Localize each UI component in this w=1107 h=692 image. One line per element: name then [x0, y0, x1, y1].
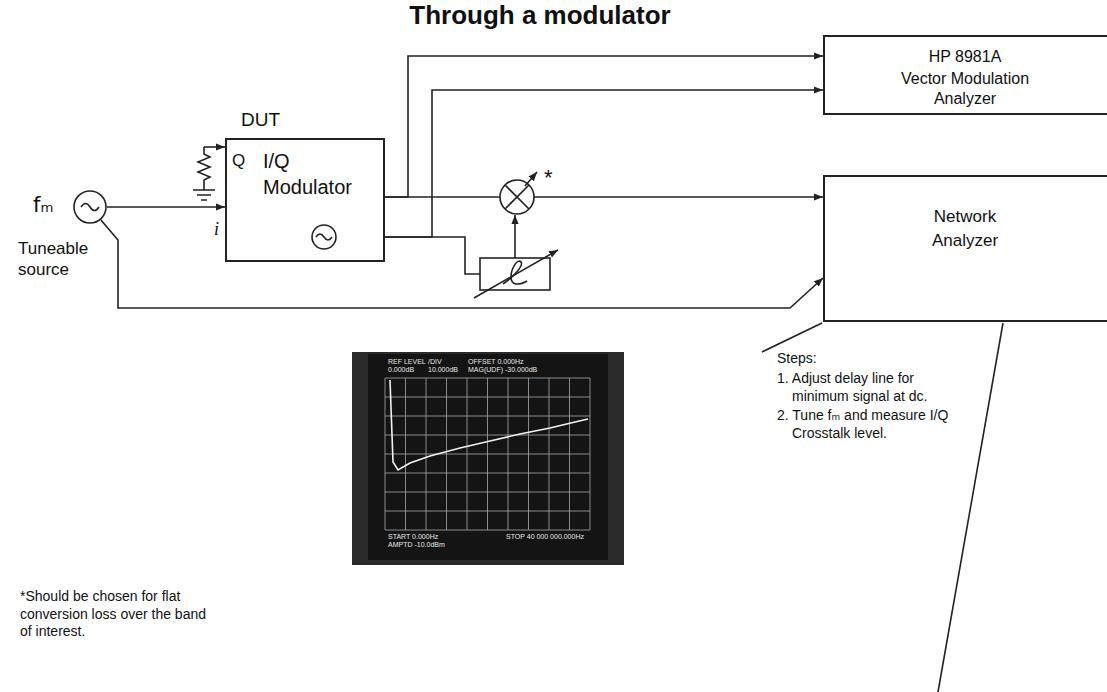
grid-line	[385, 397, 590, 398]
screen-readout: 0.000dB	[388, 366, 414, 374]
screen-display	[368, 354, 608, 560]
source-symbol: fₘTuneable source	[73, 190, 107, 224]
grid-line	[385, 473, 590, 474]
source-tilde	[81, 204, 99, 211]
screen-readout: OFFSET 0.000Hz	[468, 358, 524, 366]
footnote: *Should be chosen for flat conversion lo…	[20, 588, 220, 641]
mixer-output-wire	[534, 196, 823, 198]
ground-symbol	[193, 190, 215, 200]
resistor-symbol	[198, 147, 210, 190]
step-note: 2. Tune fₘ and measure I/Q Crosstalk lev…	[777, 407, 972, 442]
screen-readout: REF LEVEL	[388, 358, 426, 366]
node-text: fₘ	[33, 192, 53, 218]
screen-photo	[352, 352, 624, 565]
screen-trace	[390, 380, 588, 470]
node-text: Network Analyzer	[915, 205, 1015, 253]
instrument-box: Network Analyzer	[823, 175, 1107, 322]
grid-line	[385, 416, 590, 417]
diagram-title: Through a modulator	[300, 0, 780, 31]
steps-heading: Steps:	[777, 350, 817, 368]
step-note: 1. Adjust delay line for minimum signal …	[777, 370, 972, 405]
screen-readout: START 0.000Hz	[388, 533, 438, 541]
node-text: I/Q Modulator	[263, 148, 373, 200]
variable-arrow	[474, 250, 558, 298]
screen-readout: AMPTD -10.0dBm	[388, 541, 445, 549]
leader-line	[938, 323, 1003, 692]
screen-readout: MAG(UDF) -30.000dB	[468, 366, 537, 374]
delay-line-symbol	[503, 261, 527, 284]
lo-to-mixer-wire	[514, 215, 516, 258]
node-text: Vector Modulation Analyzer	[885, 69, 1045, 109]
screen-readout: STOP 40 000 000.000Hz	[506, 533, 584, 541]
signal-connector	[385, 56, 823, 197]
mixer-cross	[505, 185, 529, 209]
mixer-arrow	[525, 172, 537, 186]
q-input-wire	[204, 146, 225, 148]
screen-readout: 10.000dB	[428, 366, 458, 374]
oscillator-tilde	[316, 234, 332, 240]
grid-line	[385, 454, 590, 455]
node-text: HP 8981A	[929, 47, 1002, 67]
node-text: Tuneable source	[18, 238, 113, 281]
screen-grid	[385, 378, 590, 530]
signal-connector	[107, 206, 225, 208]
dut-box: DUTI/Q Modulator	[225, 138, 385, 262]
port-label: Q	[232, 150, 245, 171]
grid-line	[385, 511, 590, 512]
signal-connector	[101, 220, 823, 308]
leader-line	[762, 323, 822, 352]
signal-connector	[385, 90, 823, 237]
port-label: i	[214, 218, 219, 241]
instrument-box: HP 8981AVector Modulation Analyzer	[823, 35, 1107, 115]
grid-line	[385, 435, 590, 436]
lo-wire	[385, 237, 480, 274]
node-text: DUT	[241, 108, 280, 132]
grid-line	[385, 530, 590, 531]
screen-readout: /DIV	[428, 358, 442, 366]
mixer-symbol	[500, 180, 534, 214]
source-outline	[73, 190, 107, 224]
grid-line	[385, 378, 590, 379]
source-circle	[74, 191, 106, 223]
footnote-mark: *	[544, 164, 553, 192]
grid-line	[385, 492, 590, 493]
oscillator-symbol	[312, 225, 336, 249]
